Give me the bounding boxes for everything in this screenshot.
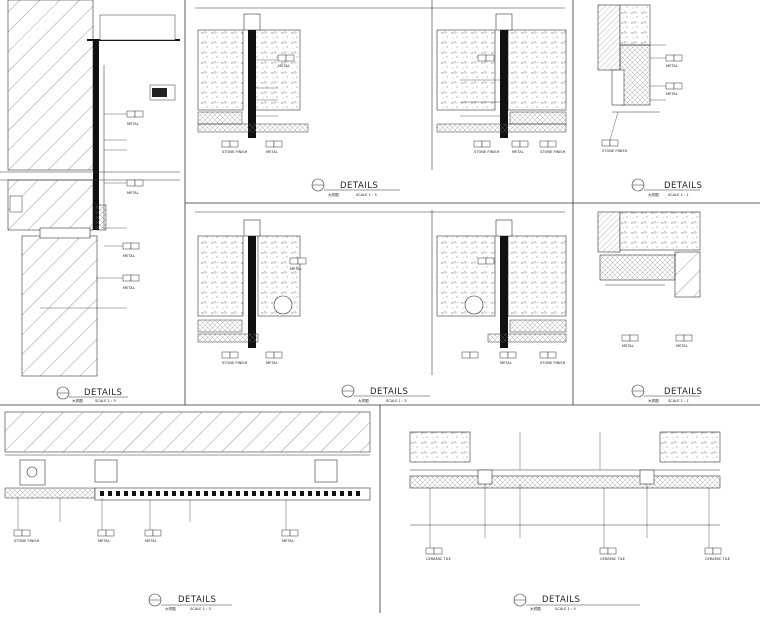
title-bottom-left: DETAILS 大样图 SCALE 1 : 3 bbox=[148, 593, 232, 611]
panel-title: DETAILS bbox=[542, 595, 580, 605]
bottom-right-detail: CERAMIC TILE CERAMIC TILE CERAMIC TILE bbox=[409, 431, 731, 561]
metal-label: METAL bbox=[123, 254, 135, 258]
panel-sub: 大样图 bbox=[358, 398, 369, 403]
mid-mid-detail: METAL STONE FINISH METAL METAL STONE FIN… bbox=[195, 210, 567, 375]
stone-label: STONE FINISH bbox=[222, 150, 248, 154]
metal-label: METAL bbox=[266, 150, 278, 154]
panel-title: DETAILS bbox=[370, 387, 408, 397]
metal-label: METAL bbox=[290, 267, 302, 271]
bottom-left-detail: STONE FINISH METAL METAL METAL bbox=[4, 411, 371, 543]
metal-label: METAL bbox=[127, 191, 139, 195]
tile-label: CERAMIC TILE bbox=[426, 557, 452, 561]
title-mid-mid: DETAILS 大样图 SCALE 1 : 5 bbox=[341, 384, 430, 403]
metal-label: METAL bbox=[282, 539, 294, 543]
left-detail: METAL METAL METAL METAL bbox=[0, 0, 180, 377]
stone-label: STONE FINISH bbox=[474, 150, 500, 154]
perforated-strip bbox=[100, 491, 360, 496]
title-mid-right: DETAILS 大样图 SCALE 1 : 1 bbox=[631, 384, 702, 403]
stone-label: STONE FINISH bbox=[222, 361, 248, 365]
metal-label: METAL bbox=[127, 122, 139, 126]
panel-sub: 大样图 bbox=[328, 192, 339, 197]
metal-label: METAL bbox=[123, 286, 135, 290]
tile-label: CERAMIC TILE bbox=[600, 557, 626, 561]
metal-label: METAL bbox=[512, 150, 524, 154]
metal-label: METAL bbox=[666, 64, 678, 68]
panel-sub: 大样图 bbox=[530, 606, 541, 611]
panel-scale: SCALE 1 : 5 bbox=[555, 607, 576, 611]
panel-title: DETAILS bbox=[664, 387, 702, 397]
panel-sub: 大样图 bbox=[648, 398, 659, 403]
title-left: DETAILS 大样图 SCALE 1 : 5 bbox=[56, 386, 128, 403]
stone-label: STONE FINISH bbox=[602, 149, 628, 153]
panel-scale: SCALE 1 : 5 bbox=[386, 399, 407, 403]
title-top-right: DETAILS 大样图 SCALE 1 : 1 bbox=[631, 178, 702, 197]
panel-scale: SCALE 1 : 1 bbox=[668, 399, 689, 403]
panel-title: DETAILS bbox=[664, 181, 702, 191]
top-right-detail: METAL METAL STONE FINISH bbox=[597, 4, 683, 153]
tile-label: CERAMIC TILE bbox=[705, 557, 731, 561]
panel-scale: SCALE 1 : 5 bbox=[356, 193, 377, 197]
metal-label: METAL bbox=[278, 64, 290, 68]
panel-sub: 大样图 bbox=[165, 606, 176, 611]
stone-label: STONE FINISH bbox=[14, 539, 40, 543]
metal-label: METAL bbox=[500, 361, 512, 365]
metal-label: METAL bbox=[266, 361, 278, 365]
title-top-mid: DETAILS 大样图 SCALE 1 : 5 bbox=[311, 178, 400, 197]
panel-scale: SCALE 1 : 5 bbox=[95, 399, 116, 403]
top-mid-detail: METAL STONE FINISH METAL STONE FINISH ME… bbox=[195, 0, 567, 170]
stone-label: STONE FINISH bbox=[540, 150, 566, 154]
stone-label: STONE FINISH bbox=[540, 361, 566, 365]
panel-sub: 大样图 bbox=[648, 192, 659, 197]
metal-label: METAL bbox=[622, 344, 634, 348]
panel-title: DETAILS bbox=[340, 181, 378, 191]
metal-label: METAL bbox=[676, 344, 688, 348]
metal-label: METAL bbox=[666, 92, 678, 96]
panel-title: DETAILS bbox=[178, 595, 216, 605]
panel-sub: 大样图 bbox=[72, 398, 83, 403]
panel-scale: SCALE 1 : 3 bbox=[190, 607, 211, 611]
title-bottom-right: DETAILS 大样图 SCALE 1 : 5 bbox=[513, 593, 640, 611]
metal-label: METAL bbox=[145, 539, 157, 543]
metal-label: METAL bbox=[98, 539, 110, 543]
panel-title: DETAILS bbox=[84, 388, 122, 398]
panel-scale: SCALE 1 : 1 bbox=[668, 193, 689, 197]
mid-right-detail: METAL METAL bbox=[597, 211, 701, 348]
